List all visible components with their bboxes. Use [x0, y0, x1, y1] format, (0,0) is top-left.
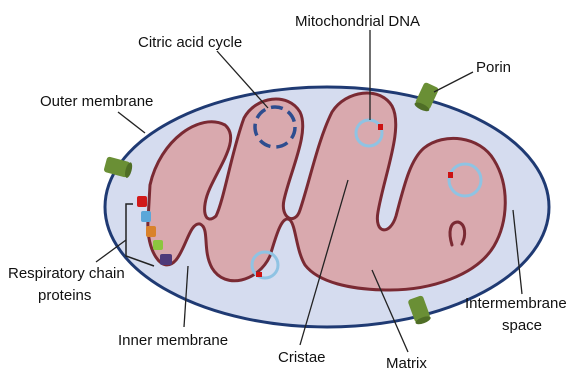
protein-green: [153, 240, 163, 250]
label-intermembrane-line2: space: [502, 317, 542, 334]
label-respiratory-chain-line2: proteins: [38, 287, 91, 304]
leader-porin: [434, 72, 473, 92]
label-porin: Porin: [476, 59, 511, 76]
label-inner-membrane: Inner membrane: [118, 332, 228, 349]
label-intermembrane-line1: Intermembrane: [465, 295, 567, 312]
protein-blue: [141, 211, 151, 222]
label-matrix: Matrix: [386, 355, 427, 371]
label-mitochondrial-dna: Mitochondrial DNA: [295, 13, 420, 30]
leader-outer-membrane: [118, 112, 145, 133]
protein-red: [137, 196, 147, 207]
label-outer-membrane: Outer membrane: [40, 93, 153, 110]
label-citric-acid-cycle: Citric acid cycle: [138, 34, 242, 51]
label-cristae: Cristae: [278, 349, 326, 366]
protein-orange: [146, 226, 156, 237]
protein-purple: [160, 254, 172, 265]
label-respiratory-chain-line1: Respiratory chain: [8, 265, 125, 282]
